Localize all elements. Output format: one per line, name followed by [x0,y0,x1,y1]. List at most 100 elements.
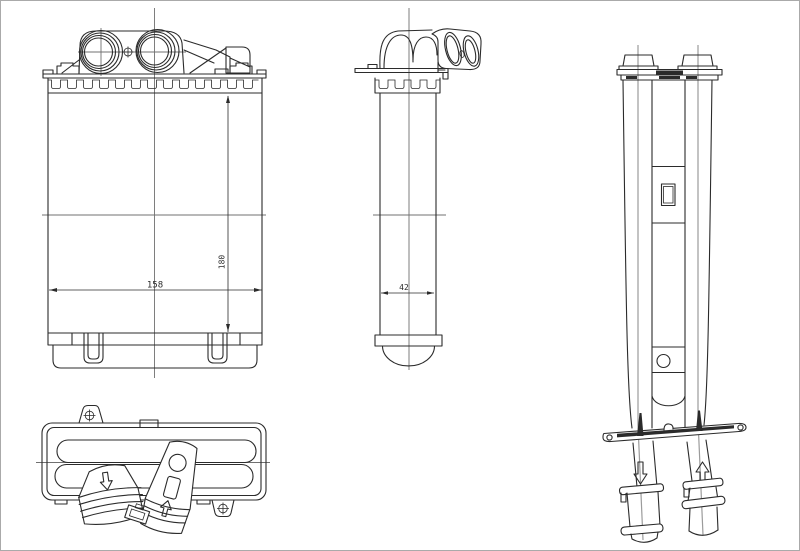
housing-left-brace [61,59,80,74]
mounting-tab-bottom [211,499,235,518]
pipe-assembly-view [602,45,747,543]
end-cap-rect [374,334,443,347]
column-slot-outer [660,183,676,207]
outlet-flow-up-arrow-icon [160,500,172,518]
right-edge-tab [256,69,267,75]
right-port-inner-ring [139,36,170,66]
end-cap-dome [381,345,436,367]
pipe-hump-2 [412,36,438,61]
opening-right-inner [464,39,477,64]
clamp-buckle [124,503,151,525]
housing-outline [78,30,185,74]
height-arrow-top-icon [226,95,230,103]
tank-shell [52,344,258,369]
right-port-outer-ring [135,28,180,74]
top-edge-notch [139,419,159,429]
depth-arrow-right-icon [427,291,434,295]
left-lower-tube [632,440,658,488]
width-arrow-left-icon [49,288,57,292]
dimension-height: 180 [218,95,230,332]
elbow-outer-edge [379,29,433,69]
flange-right-hook [442,71,449,80]
side-fin-serration [374,77,441,94]
housing-right-brace-upper [183,39,231,74]
header-plate [42,62,267,79]
left-connector-bottom-ring [620,523,664,536]
opening-right-outer [462,35,480,67]
core-body [47,92,263,334]
outlet-connector-top-view [140,440,198,534]
serration-band-edges [47,77,263,94]
pipe-hump-1 [383,34,414,69]
width-dimension-label: 158 [147,281,163,291]
right-mounting-tab [229,62,253,75]
serrated-teeth [48,79,259,89]
tab-top-crosshair-icon [83,409,96,422]
flange-bar-recess [656,70,683,75]
fin-serration [47,77,263,94]
tank-band [47,332,263,346]
elbow-pipes [379,29,438,69]
left-pipe-centerline [637,45,644,541]
inlet-connector-bands [78,487,144,519]
gasket-capsule-top [56,439,257,464]
tab-top-outline [78,404,104,424]
housing-gusset [189,47,227,74]
opening-small-detail [459,50,465,58]
right-clip-inner [211,332,224,360]
left-connector-tab [620,492,627,503]
foot-bump [663,423,674,431]
buckle-outer [124,504,151,525]
tab-bottom-crosshair-icon [217,502,229,515]
left-mounting-tab [56,62,80,75]
pipes [622,79,713,431]
central-column [651,165,686,407]
lower-tubes [632,439,713,488]
mid-right-tab [214,68,229,75]
top-view [36,404,270,534]
height-dimension-label: 180 [218,255,227,270]
left-port-ring-3 [81,34,117,70]
core-side-edges [47,92,263,334]
right-connector-mid-ring [681,495,726,510]
pipe-flow-down-arrow-icon [633,461,648,485]
foot-hole-right [737,424,744,431]
housing-right-brace-lower [183,49,215,64]
height-arrow-bottom-icon [226,324,230,332]
tank-band-steps [71,332,241,346]
buckle-tab [134,503,145,511]
right-connector-top-ring [682,477,724,490]
depth-dimension-label: 42 [399,283,409,292]
column-hole [656,353,671,369]
mounting-tab-top [78,404,104,424]
opening-lower-bracket [437,61,446,74]
locating-hole [122,46,134,58]
side-flange [354,63,449,80]
width-arrow-right-icon [254,288,262,292]
side-end-cap [374,334,443,367]
left-pipe-stub [637,413,644,436]
right-connector-body [688,506,719,532]
side-serrated-teeth [375,79,440,89]
header-plate-lines [42,73,267,79]
right-hose-connector [681,477,726,536]
top-flange-bar [616,68,723,81]
side-serration-edges [374,77,441,94]
right-lower-tube [686,439,713,482]
foot-plate-face [617,425,734,438]
flange-plate [354,67,449,74]
left-connector-end [630,531,659,543]
flange-bar-lower [620,74,719,81]
port-housing [61,30,251,74]
dimension-width: 158 [49,281,262,292]
mounting-foot [602,410,747,443]
left-port-ring-2 [80,32,120,72]
right-port [135,28,180,74]
right-clip-outer [207,332,228,364]
bottom-notch-right [196,499,211,505]
right-pipe-centerline [697,45,704,536]
pipe-caps [618,54,718,71]
locating-hole-crosshair-icon [122,46,134,58]
bottom-tank [47,332,263,369]
